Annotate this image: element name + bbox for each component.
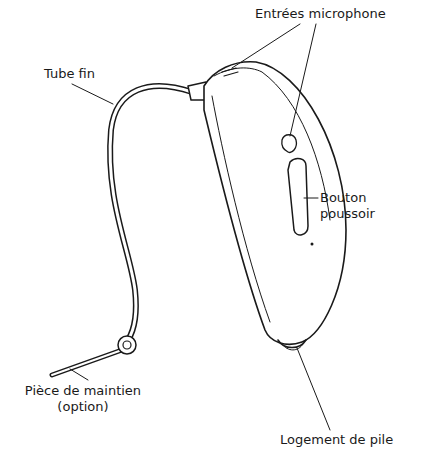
leader-line <box>297 348 330 430</box>
part-label: Logement de pile <box>280 432 420 448</box>
push-button <box>288 159 308 235</box>
microphone-inlet <box>222 68 238 76</box>
leader-line <box>232 24 300 68</box>
microphone-inlet <box>282 135 297 153</box>
thin-tube <box>110 86 192 340</box>
part-label: Tube fin <box>44 66 124 82</box>
leader-line <box>304 198 318 199</box>
leader-line <box>290 24 316 136</box>
retaining-piece <box>52 350 122 375</box>
part-label: Bouton poussoir <box>320 190 420 222</box>
leader-line <box>70 369 88 380</box>
leader-line <box>72 84 113 104</box>
part-label: Pièce de maintien (option) <box>8 383 158 415</box>
dome <box>118 336 136 354</box>
part-label: Entrées microphone <box>255 6 415 22</box>
